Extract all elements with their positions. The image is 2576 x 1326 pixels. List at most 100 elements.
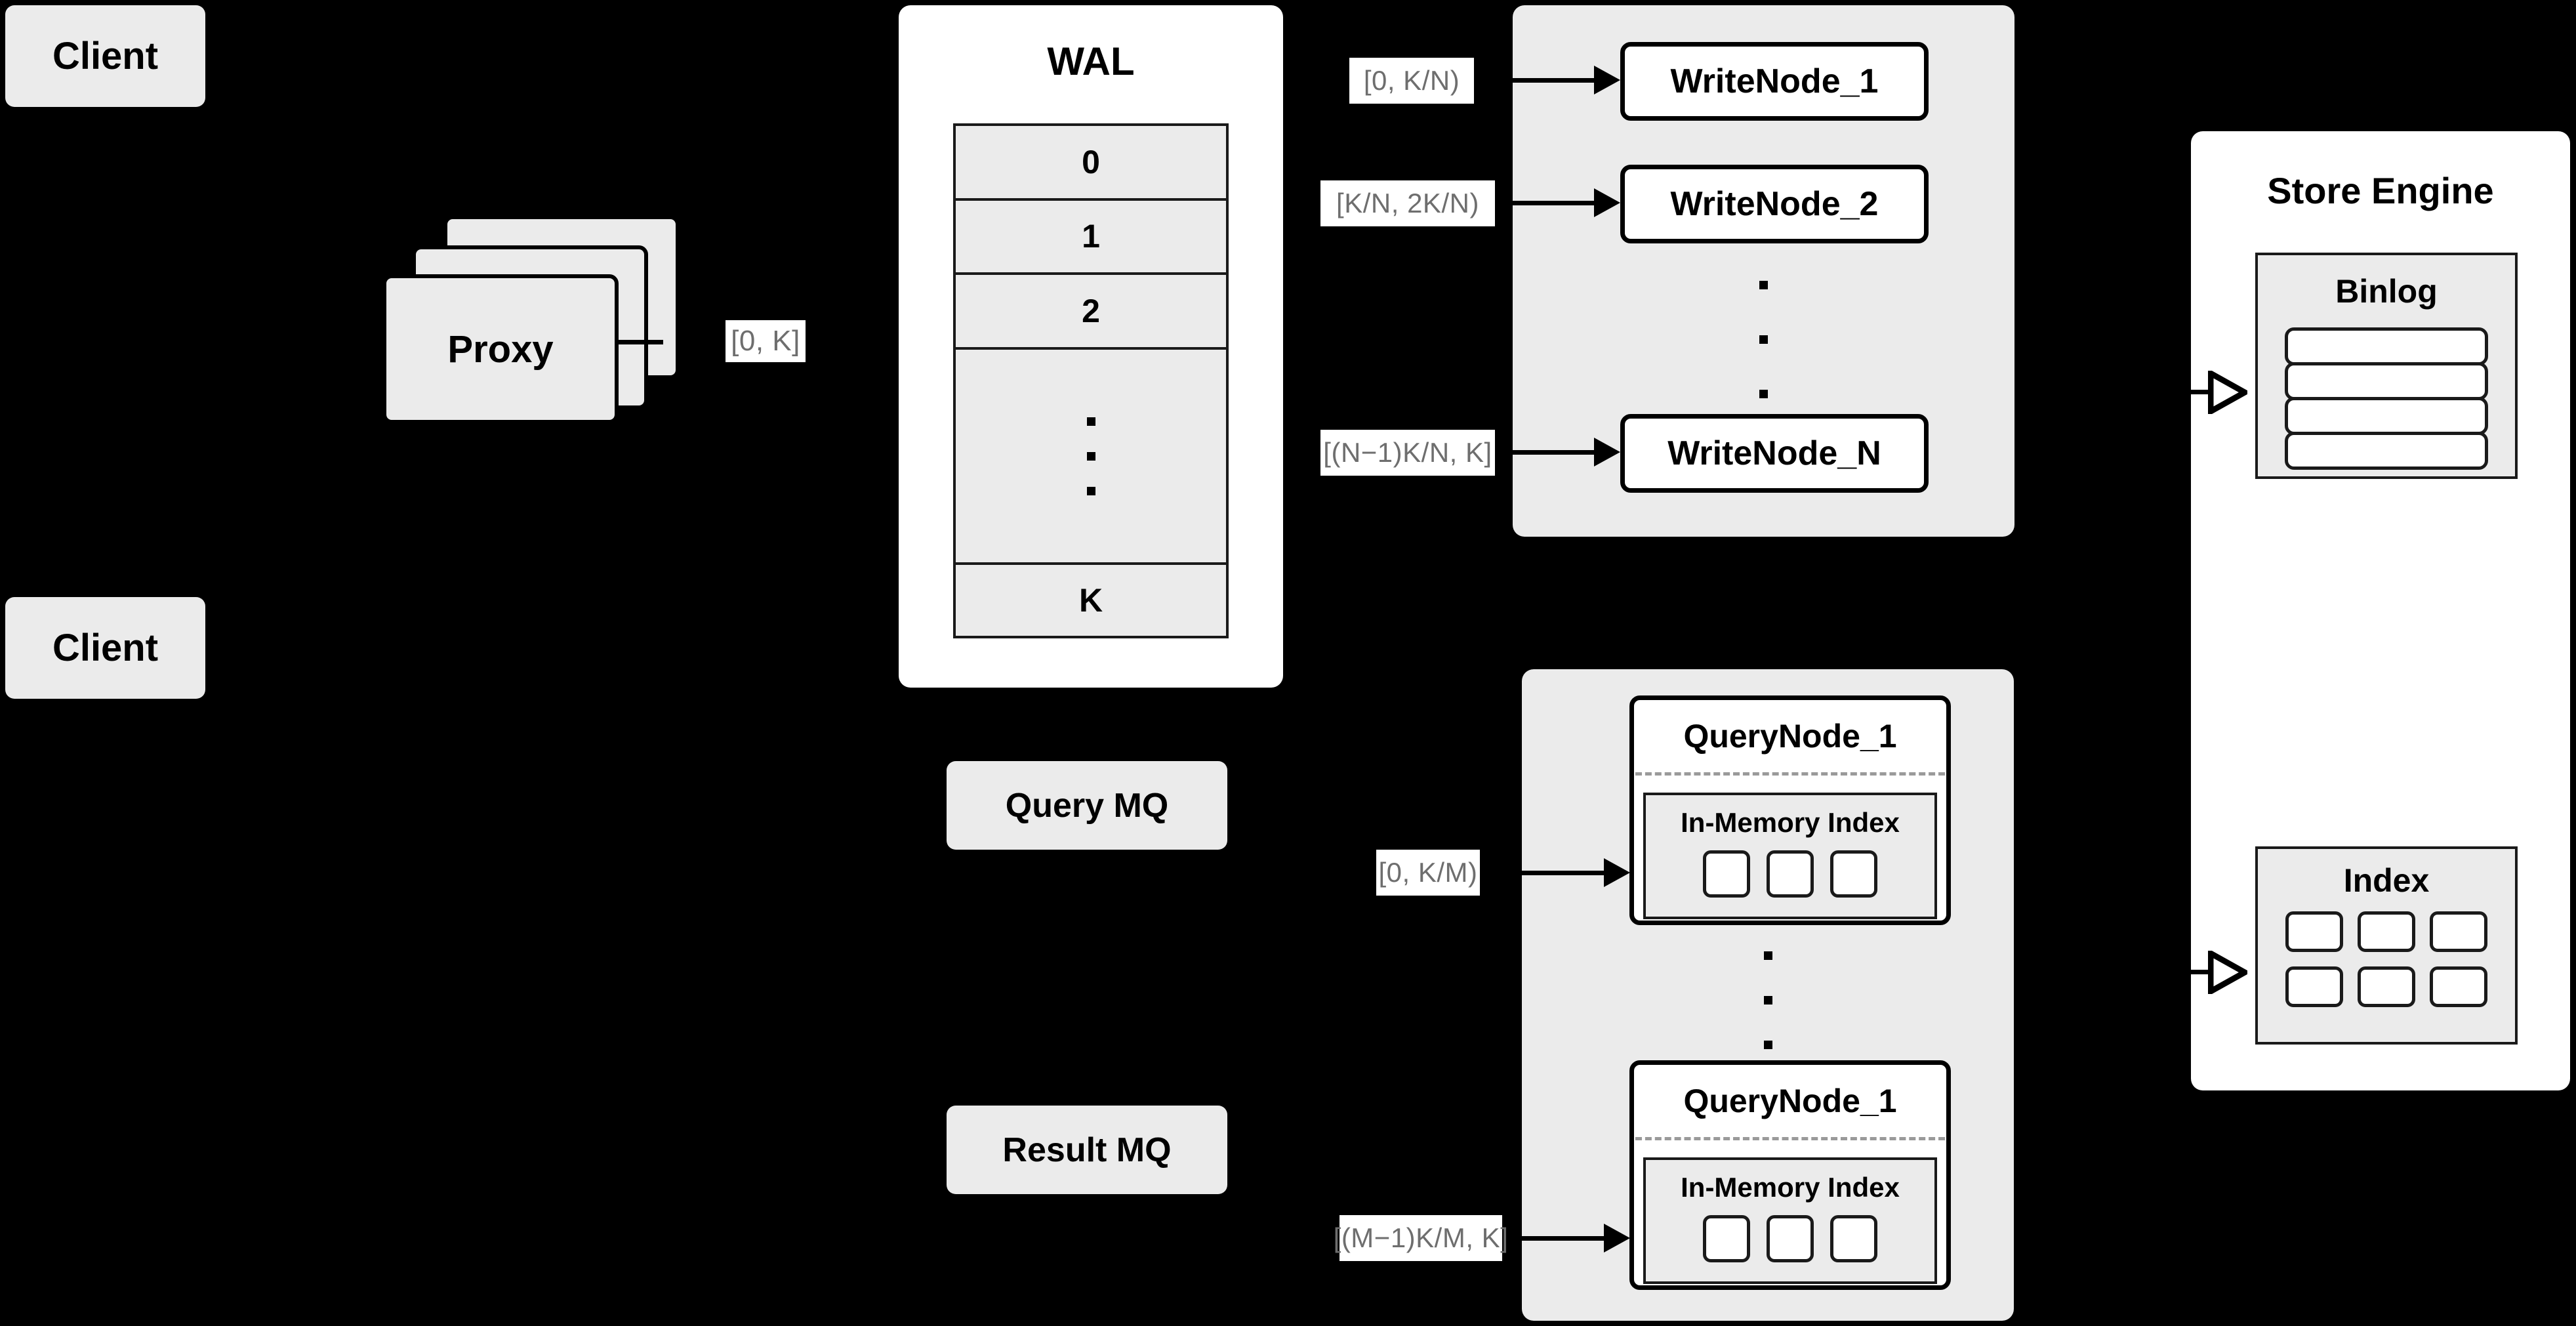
index-panel: Index (2255, 846, 2518, 1045)
query-node-box-2[interactable]: QueryNode_1 In-Memory Index (1629, 1060, 1951, 1290)
edge-label-writenode-2: [K/N, 2K/N) (1320, 180, 1495, 226)
index-slot[interactable] (2430, 911, 2487, 952)
store-engine-panel: Store Engine Binlog Index (2191, 131, 2570, 1090)
write-node-ellipsis (1513, 281, 2014, 398)
ellipsis-dot (1763, 1041, 1772, 1049)
binlog-title: Binlog (2258, 255, 2515, 327)
edge-label-proxy-to-wal-text: [0, K] (731, 325, 800, 357)
ellipsis-dot (1086, 451, 1095, 461)
index-slot[interactable] (2358, 966, 2415, 1007)
ellipsis-dot (1086, 486, 1095, 495)
edge-label-proxy-to-wal: [0, K] (726, 320, 806, 362)
ellipsis-dot (1086, 417, 1095, 426)
index-slot[interactable] (2430, 966, 2487, 1007)
edge-label-querynode-2: [(M−1)K/M, K] (1334, 1215, 1508, 1261)
index-slot[interactable] (1767, 850, 1814, 898)
query-mq-label: Query MQ (1005, 786, 1169, 825)
binlog-row[interactable] (2285, 397, 2488, 435)
edge-label-writenode-n: [(N−1)K/N, K] (1320, 430, 1495, 476)
result-mq-box[interactable]: Result MQ (947, 1106, 1227, 1194)
wal-row-label: 2 (1082, 292, 1100, 329)
arrow-head-open-index (2208, 951, 2247, 994)
arrow-head-open-binlog (2208, 371, 2247, 414)
arrow-line-querynode-2 (1502, 1236, 1604, 1241)
index-slot[interactable] (1830, 1215, 1877, 1262)
arrow-head-writenode-2 (1594, 188, 1620, 217)
query-node-divider-1 (1635, 772, 1945, 776)
proxy-to-wal-connector (619, 340, 663, 344)
edge-label-writenode-2-text: [K/N, 2K/N) (1336, 188, 1479, 218)
in-memory-index-label-2: In-Memory Index (1681, 1172, 1900, 1203)
arrow-line-index (2187, 970, 2212, 974)
binlog-row[interactable] (2285, 327, 2488, 365)
index-title-text: Index (2343, 861, 2430, 899)
write-node-box-n[interactable]: WriteNode_N (1620, 414, 1929, 493)
result-mq-label: Result MQ (1002, 1130, 1172, 1169)
query-node-label-1: QueryNode_1 (1683, 718, 1897, 755)
in-memory-index-panel-2: In-Memory Index (1643, 1157, 1937, 1284)
ellipsis-dot (1763, 996, 1772, 1005)
wal-row-label: K (1078, 582, 1103, 619)
arrow-line-binlog (2187, 390, 2212, 394)
index-slot[interactable] (1703, 1215, 1750, 1262)
wal-title: WAL (899, 38, 1283, 84)
query-mq-box[interactable]: Query MQ (947, 761, 1227, 850)
ellipsis-dot (1759, 335, 1768, 344)
wal-row[interactable]: 2 (956, 275, 1226, 350)
query-node-ellipsis (1522, 951, 2014, 1049)
index-slot[interactable] (2358, 911, 2415, 952)
write-node-label-n: WriteNode_N (1667, 434, 1881, 472)
in-memory-index-title-1: In-Memory Index (1646, 795, 1934, 850)
ellipsis-dot (1763, 951, 1772, 960)
ellipsis-dot (1759, 281, 1768, 289)
index-slot[interactable] (1703, 850, 1750, 898)
proxy-label: Proxy (447, 327, 554, 371)
query-node-title-2: QueryNode_1 (1634, 1065, 1946, 1137)
write-node-label-2: WriteNode_2 (1670, 185, 1879, 223)
in-memory-index-panel-1: In-Memory Index (1643, 793, 1937, 919)
write-node-group-panel: WriteNode_1 WriteNode_2 WriteNode_N (1513, 5, 2014, 537)
query-node-title-1: QueryNode_1 (1634, 700, 1946, 772)
binlog-row[interactable] (2285, 432, 2488, 470)
wal-row-ellipsis (956, 349, 1226, 566)
ellipsis-dot (1759, 390, 1768, 398)
wal-row[interactable]: 1 (956, 200, 1226, 276)
write-node-box-1[interactable]: WriteNode_1 (1620, 42, 1929, 121)
edge-label-querynode-1: [0, K/M) (1376, 850, 1480, 896)
index-slot[interactable] (1767, 1215, 1814, 1262)
client-label-2: Client (52, 627, 159, 669)
edge-label-writenode-1-text: [0, K/N) (1363, 65, 1460, 96)
arrow-head-writenode-n (1594, 438, 1620, 466)
index-title: Index (2258, 849, 2515, 911)
arrow-head-writenode-1 (1594, 66, 1620, 94)
store-engine-title-text: Store Engine (2267, 169, 2494, 211)
index-slot[interactable] (2285, 911, 2343, 952)
wal-row[interactable]: K (956, 565, 1226, 636)
binlog-title-text: Binlog (2335, 273, 2438, 310)
wal-panel: WAL 0 1 2 K (899, 5, 1283, 688)
index-slot[interactable] (1830, 850, 1877, 898)
binlog-panel: Binlog (2255, 253, 2518, 479)
query-node-box-1[interactable]: QueryNode_1 In-Memory Index (1629, 695, 1951, 925)
arrow-head-querynode-2 (1604, 1224, 1630, 1253)
write-node-box-2[interactable]: WriteNode_2 (1620, 165, 1929, 243)
edge-label-writenode-n-text: [(N−1)K/N, K] (1323, 437, 1492, 468)
binlog-row[interactable] (2285, 362, 2488, 400)
arrow-line-writenode-2 (1494, 201, 1594, 205)
arrow-head-querynode-1 (1604, 858, 1630, 887)
index-slot[interactable] (2285, 966, 2343, 1007)
in-memory-index-label-1: In-Memory Index (1681, 807, 1900, 838)
client-box-2[interactable]: Client (5, 597, 205, 699)
query-node-group-panel: QueryNode_1 In-Memory Index (1522, 669, 2014, 1321)
wal-row[interactable]: 0 (956, 126, 1226, 201)
client-box-1[interactable]: Client (5, 5, 205, 107)
in-memory-index-title-2: In-Memory Index (1646, 1160, 1934, 1215)
edge-label-querynode-1-text: [0, K/M) (1378, 857, 1478, 888)
arrow-line-writenode-n (1494, 450, 1594, 455)
edge-label-writenode-1: [0, K/N) (1349, 58, 1474, 104)
edge-label-querynode-2-text: [(M−1)K/M, K] (1333, 1222, 1509, 1253)
client-label-1: Client (52, 35, 159, 77)
store-engine-title: Store Engine (2191, 167, 2570, 213)
proxy-box[interactable]: Proxy (382, 274, 619, 424)
